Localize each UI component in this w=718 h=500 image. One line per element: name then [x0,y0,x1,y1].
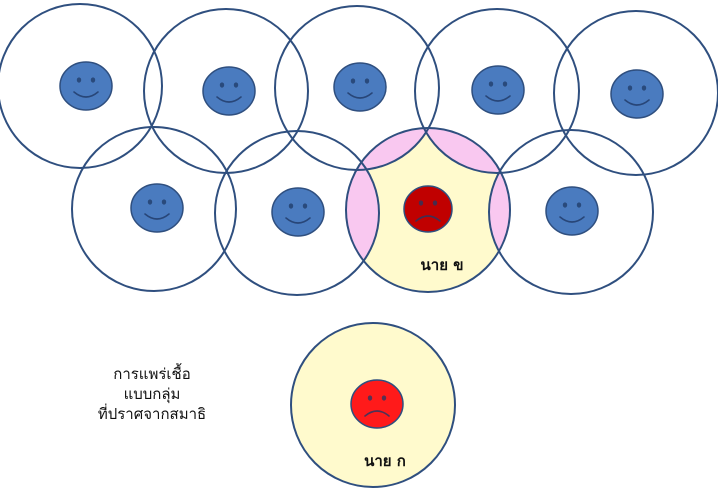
face-row1-2-icon [202,66,256,116]
caption: การแพร่เชื้อ แบบกลุ่ม ที่ปราศจากสมาธิ [62,364,242,424]
origin-ko-label: นาย ก [364,452,406,470]
circle-row2-3 [345,127,511,293]
caption-line-1: การแพร่เชื้อ [113,365,191,383]
face-row1-1-icon [59,61,113,111]
faces [59,61,664,429]
face-row2-1-icon [130,183,184,233]
caption-line-3: ที่ปราศจากสมาธิ [97,405,207,423]
face-row1-3-icon [333,62,387,112]
caption-line-2: แบบกลุ่ม [123,385,181,403]
circle-row2-1 [71,126,237,292]
face-row2-2-icon [271,187,325,237]
member-kho-label: นาย ข [421,256,464,274]
circle-row1-5 [553,10,718,176]
face-row1-5-icon [610,69,664,119]
circle-row2-2 [214,130,380,296]
circle-row1-4 [414,8,580,174]
face-row2-4-icon [545,186,599,236]
face-origin-icon [350,379,404,429]
member-circles [0,3,718,296]
face-row2-3-icon [403,185,453,233]
circle-row2-4 [488,129,654,295]
circle-row1-1 [0,3,163,169]
face-row1-4-icon [471,65,525,115]
